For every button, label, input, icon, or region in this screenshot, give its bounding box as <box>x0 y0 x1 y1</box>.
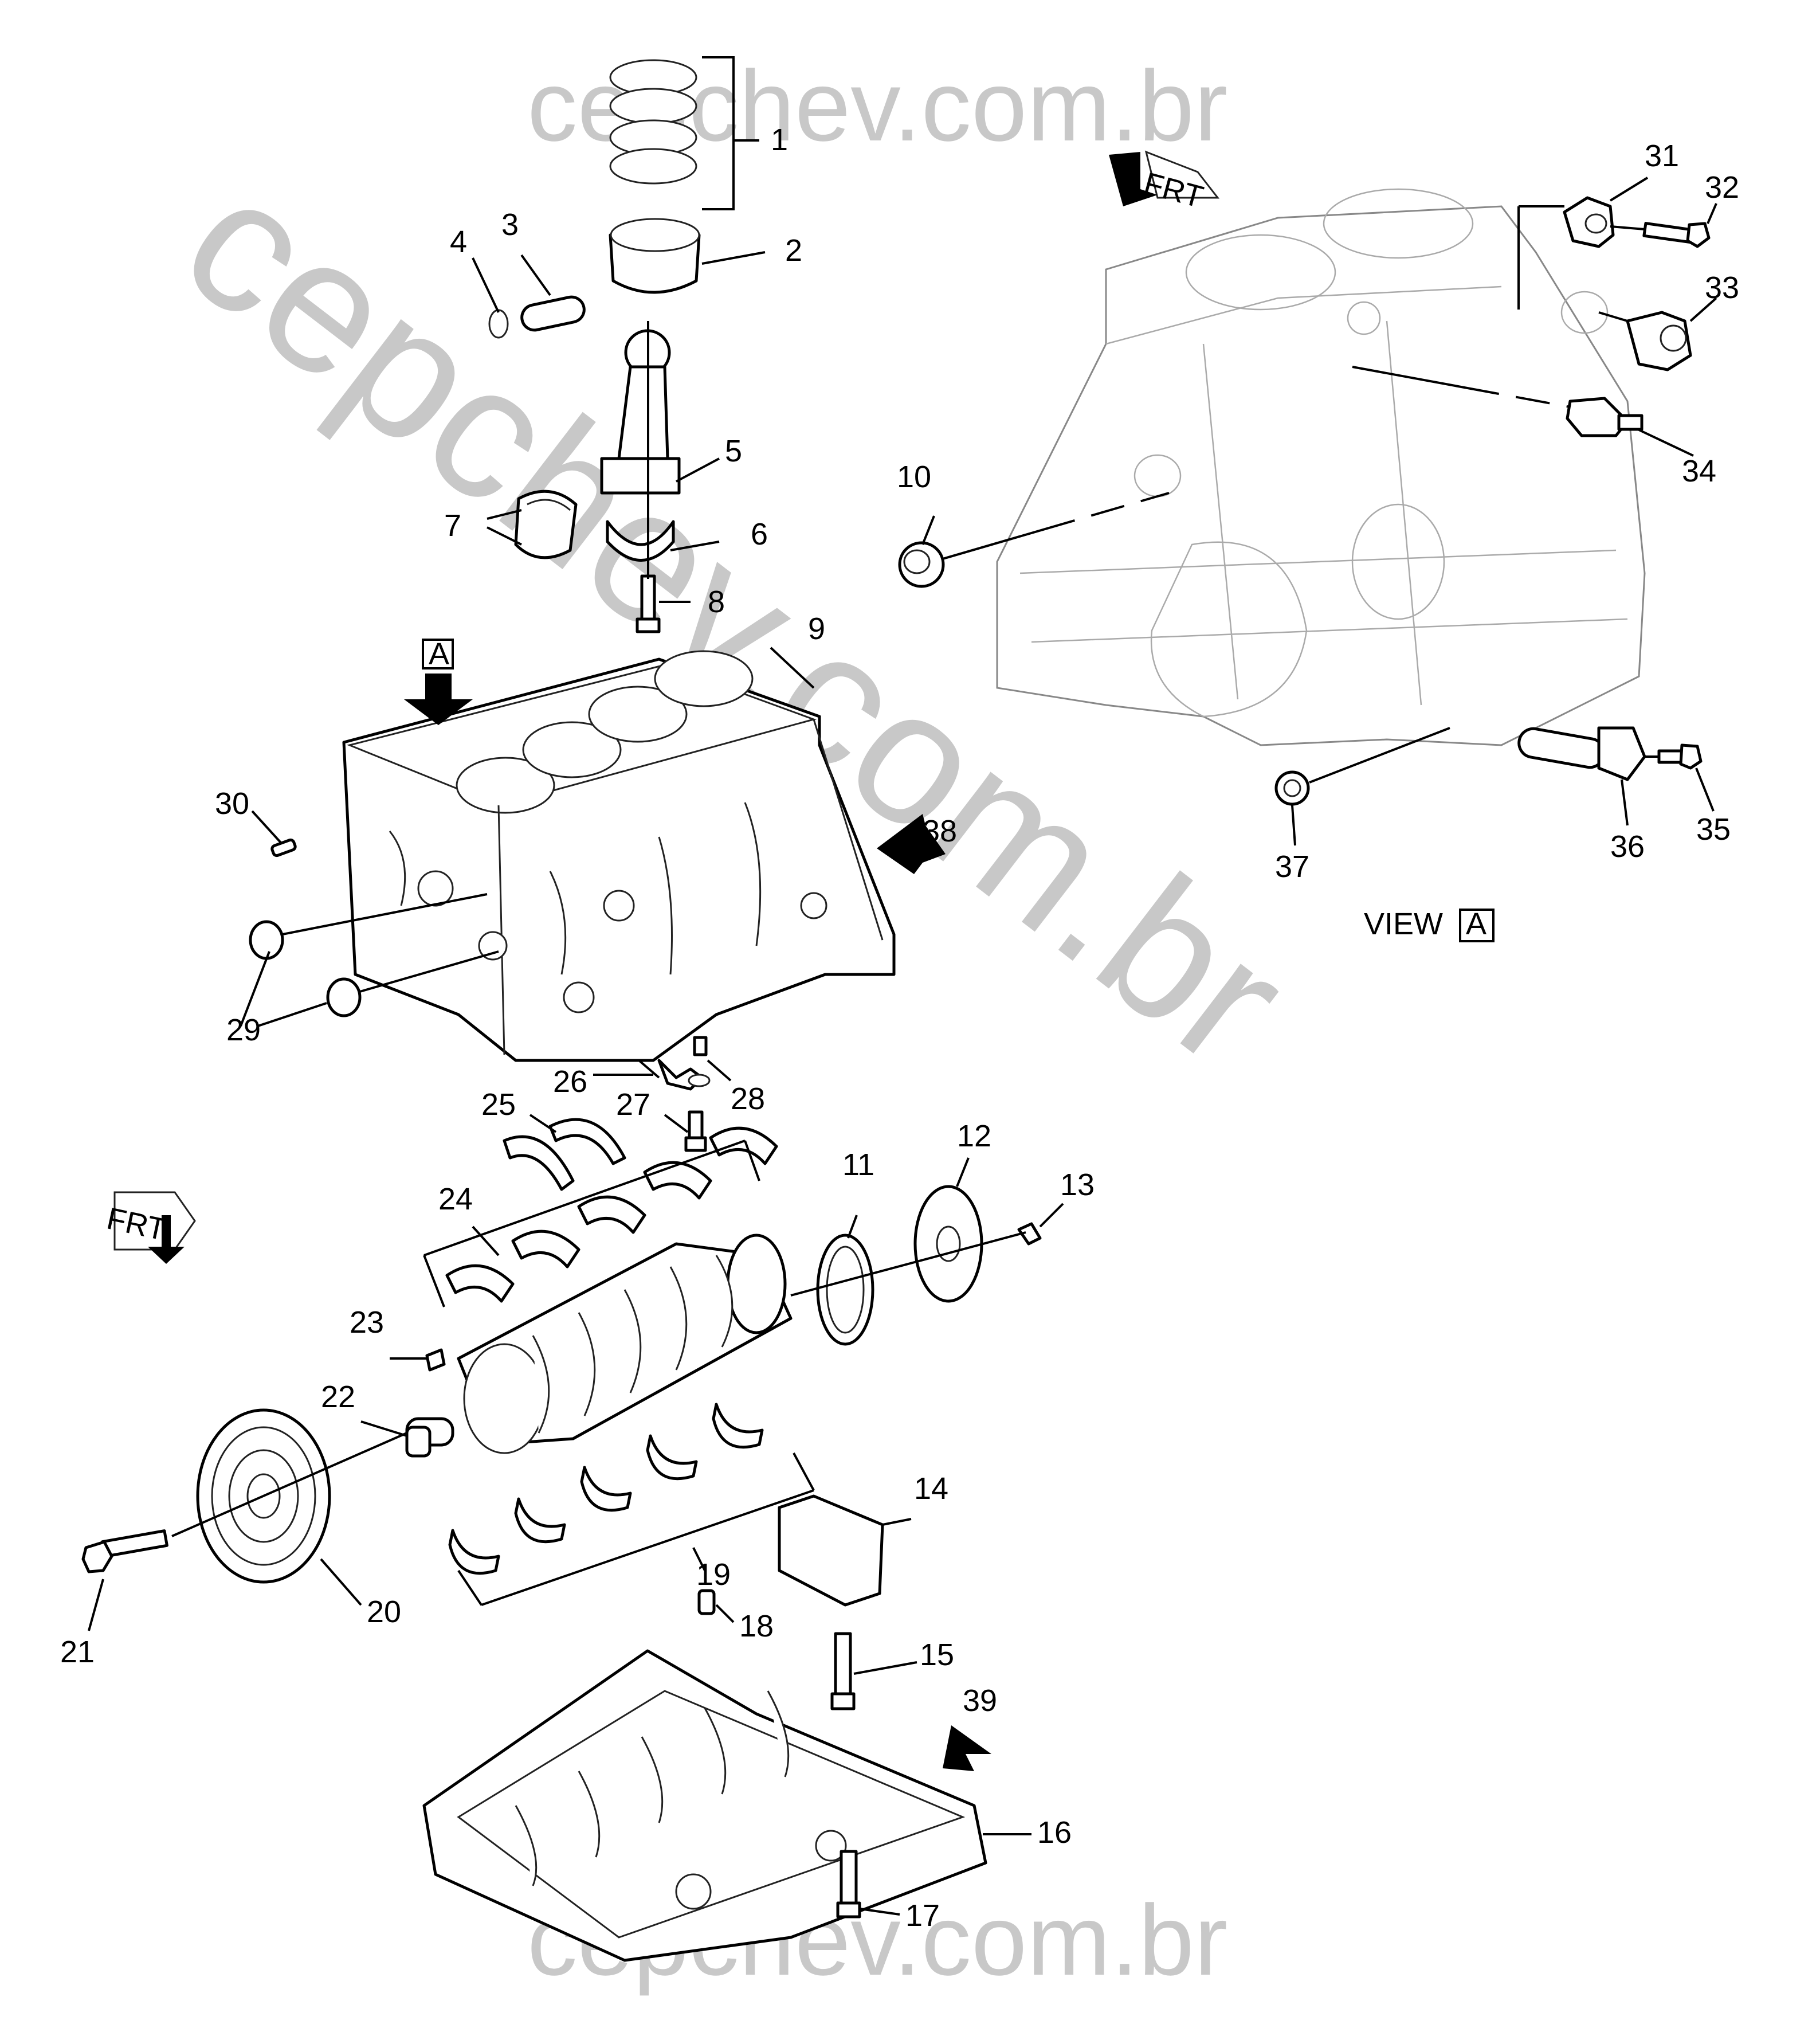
view-a-cylinder-block <box>996 188 1646 746</box>
oil-gallery-plug-10 <box>898 492 1170 588</box>
callout-13: 13 <box>1060 1168 1095 1202</box>
sensor-bolt-35 <box>1645 743 1703 770</box>
view-a-arrow: A <box>404 637 473 725</box>
callout-29: 29 <box>226 1013 261 1047</box>
callout-12: 12 <box>957 1119 991 1153</box>
connecting-rod-cap <box>606 520 675 562</box>
pin-retainer-clip <box>488 309 509 339</box>
arrow-39 <box>943 1725 991 1771</box>
cylinder-block <box>342 650 896 1062</box>
callout-27: 27 <box>616 1087 650 1122</box>
callout-38: 38 <box>923 814 957 848</box>
knock-sensor-34 <box>1352 366 1644 437</box>
callout-34: 34 <box>1682 454 1716 488</box>
callout-28: 28 <box>731 1082 765 1116</box>
front-direction-indicator-left: FRT <box>104 1191 196 1264</box>
oil-jet-washer <box>688 1036 711 1087</box>
crankshaft-rear-seal <box>816 1234 874 1346</box>
callout-31: 31 <box>1645 139 1679 173</box>
callout-7: 7 <box>444 508 461 543</box>
block-plug-pin <box>270 838 297 858</box>
callout-30: 30 <box>215 786 249 821</box>
view-a-letter: A <box>1466 907 1486 941</box>
view-a-label: VIEW <box>1364 907 1443 941</box>
callout-20: 20 <box>367 1595 401 1629</box>
reluctor-ring-bolt <box>1017 1222 1042 1246</box>
callout-35: 35 <box>1696 812 1731 847</box>
core-plug-37 <box>1274 727 1450 806</box>
callout-19: 19 <box>696 1557 731 1592</box>
callout-39: 39 <box>963 1683 997 1718</box>
crankshaft-sprocket <box>405 1426 432 1458</box>
block-core-plugs <box>249 893 499 1017</box>
callout-36: 36 <box>1610 829 1645 864</box>
callout-21: 21 <box>60 1635 95 1669</box>
callout-4: 4 <box>450 225 467 259</box>
crankshaft-reluctor-ring <box>913 1185 983 1303</box>
thrust-washers <box>503 1118 626 1191</box>
cam-sensor-31 <box>1517 196 1615 310</box>
callout-32: 32 <box>1705 170 1739 205</box>
oil-plug-33 <box>1598 311 1692 371</box>
lower-main-bearings <box>448 1403 815 1606</box>
connecting-rod-bolt <box>636 574 661 633</box>
piston <box>609 218 701 294</box>
crankshaft-balancer-bolt <box>81 1529 168 1573</box>
oil-jet-bolt <box>684 1110 707 1152</box>
callout-labels: 1 2 3 4 5 6 7 8 9 10 11 12 13 14 15 16 1… <box>60 123 1739 1933</box>
callout-8: 8 <box>708 585 725 619</box>
callout-9: 9 <box>808 612 825 646</box>
connecting-rod-bearings <box>514 490 578 559</box>
crankshaft-sprocket-key <box>425 1348 446 1372</box>
crank-sensor-36 <box>1517 726 1646 781</box>
callout-16: 16 <box>1037 1815 1072 1850</box>
callout-5: 5 <box>725 434 742 468</box>
callout-22: 22 <box>321 1380 355 1414</box>
callout-26: 26 <box>553 1064 587 1099</box>
view-a-arrow-letter: A <box>429 637 449 671</box>
callout-25: 25 <box>481 1087 516 1122</box>
callout-23: 23 <box>350 1305 384 1340</box>
callout-37: 37 <box>1275 849 1309 884</box>
callout-33: 33 <box>1705 271 1739 305</box>
callout-14: 14 <box>914 1471 948 1506</box>
crankshaft <box>405 1234 793 1454</box>
upper-main-bearings <box>423 1126 778 1307</box>
callout-15: 15 <box>920 1638 954 1672</box>
callout-3: 3 <box>501 207 519 242</box>
bedplate-bolt <box>836 1850 861 1918</box>
callout-11: 11 <box>842 1148 874 1182</box>
callout-6: 6 <box>751 517 768 551</box>
callout-24: 24 <box>438 1182 473 1216</box>
piston-pin <box>520 295 586 332</box>
dowel-pin <box>697 1589 716 1615</box>
callout-1: 1 <box>771 123 788 157</box>
leader-lines <box>88 139 1717 1916</box>
piston-rings <box>609 56 735 210</box>
callout-18: 18 <box>739 1609 774 1643</box>
arrow-38 <box>877 814 946 874</box>
callout-2: 2 <box>785 233 802 268</box>
sensor-bolt-32 <box>1610 222 1711 248</box>
main-bearing-cap-bolt <box>830 1632 856 1710</box>
callout-10: 10 <box>897 460 931 494</box>
callout-17: 17 <box>905 1898 940 1933</box>
main-bearing-cap <box>778 1494 884 1607</box>
